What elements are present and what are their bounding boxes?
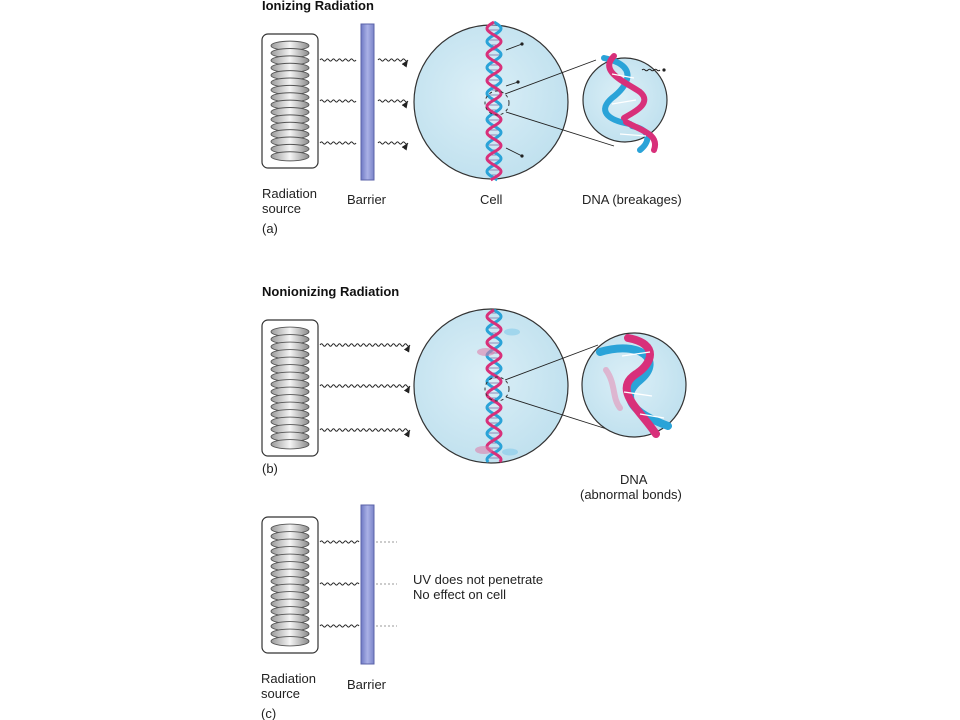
zoom-line-a-top [504, 59, 597, 95]
radiation-source-b [261, 319, 319, 457]
cell-label-a: Cell [480, 192, 503, 207]
ray-in-zoom [641, 68, 661, 72]
abnormal-bond-glows [475, 328, 520, 456]
radiation-source-label-c-line2: source [261, 686, 300, 701]
panel-b-title: Nonionizing Radiation [262, 284, 399, 299]
uv-note-line1: UV does not penetrate [413, 572, 543, 587]
barrier-label-c: Barrier [347, 677, 387, 692]
ray-b-2 [319, 384, 411, 394]
dna-strand-a [485, 20, 503, 182]
barrier-label-a: Barrier [347, 192, 387, 207]
radiation-coil [270, 523, 310, 647]
dna-ribbon-abnormal [596, 334, 672, 438]
ray-a-3-right [377, 141, 409, 151]
ray-a-1-right [377, 58, 409, 68]
ray-a-2-right [377, 99, 409, 109]
radiation-coil [270, 326, 310, 450]
dna-abnormal-label-line2: (abnormal bonds) [580, 487, 682, 502]
zoom-region-b [484, 376, 510, 402]
zoom-region-a [484, 90, 510, 116]
radiation-source-label-c-line1: Radiation [261, 671, 316, 686]
ray-c-2 [319, 582, 360, 586]
panel-b-letter: (b) [262, 461, 278, 476]
panel-a-letter: (a) [262, 221, 278, 236]
nonionizing-rays [319, 343, 411, 438]
breakage-markers [505, 42, 524, 158]
ray-a-3-left [319, 141, 357, 145]
uv-note-line2: No effect on cell [413, 587, 506, 602]
dna-ribbon-broken [601, 53, 666, 153]
ray-a-2-left [319, 99, 357, 103]
barrier-c [360, 504, 375, 665]
ionizing-rays [319, 58, 409, 151]
radiation-source-c [261, 516, 319, 654]
ray-b-1 [319, 343, 411, 353]
panel-c: UV does not penetrate No effect on cell … [261, 504, 543, 720]
zoom-line-a-bottom [505, 111, 615, 147]
radiation-coil [270, 40, 310, 162]
panel-b: Nonionizing Radiation [261, 284, 687, 502]
uv-rays [319, 540, 397, 628]
panel-c-letter: (c) [261, 706, 276, 720]
ray-c-3 [319, 624, 360, 628]
panel-a: Ionizing Radiation [261, 0, 682, 236]
ray-a-1-left [319, 58, 357, 62]
barrier-a [360, 23, 375, 181]
ray-b-3 [319, 428, 411, 438]
dna-breakages-label: DNA (breakages) [582, 192, 682, 207]
zoom-line-b-top [504, 344, 599, 381]
ray-c-1 [319, 540, 360, 544]
dna-strand-b [485, 308, 503, 463]
radiation-source-label-line1: Radiation [262, 186, 317, 201]
dna-abnormal-label-line1: DNA [620, 472, 648, 487]
zoom-line-b-bottom [505, 396, 611, 431]
panel-a-title: Ionizing Radiation [262, 0, 374, 13]
dna-zoom-a [582, 57, 668, 143]
radiation-source-a [261, 33, 319, 169]
radiation-source-label-line2: source [262, 201, 301, 216]
